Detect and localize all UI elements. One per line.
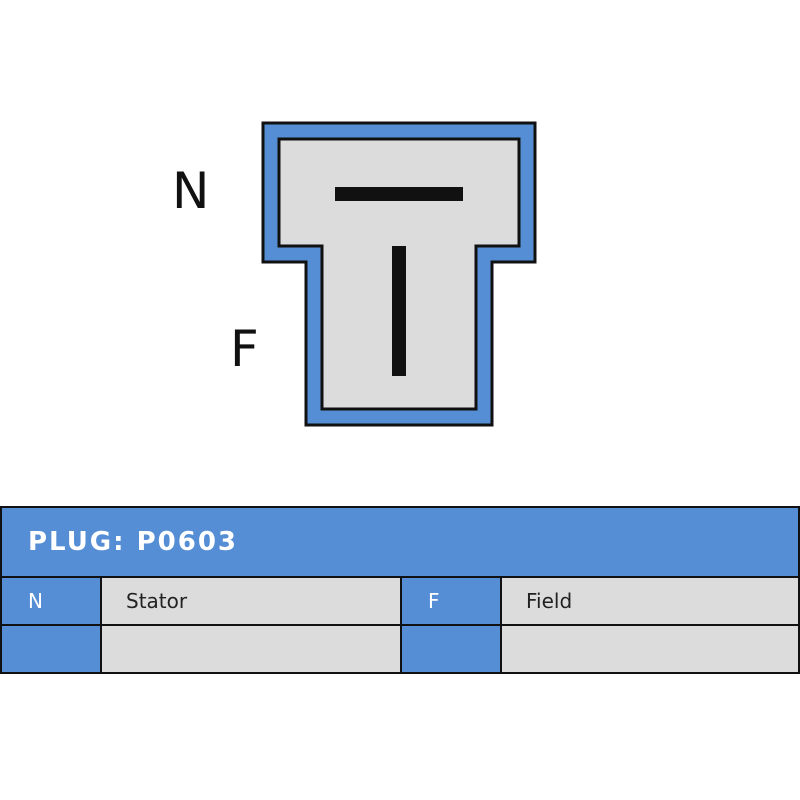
pin-description-cell <box>499 624 800 674</box>
pin-label-f: F <box>230 320 259 378</box>
table-row: N Stator F Field <box>0 576 800 626</box>
pin-description-cell: Field <box>499 576 800 626</box>
table-row <box>0 624 800 674</box>
terminal-f-blade <box>392 246 406 376</box>
pin-description-cell: Stator <box>100 576 402 626</box>
pinout-table: PLUG: P0603 N Stator F Field <box>0 506 800 674</box>
pin-code-cell <box>0 624 102 674</box>
plug-title: PLUG: P0603 <box>0 506 800 578</box>
pin-description-cell <box>100 624 402 674</box>
pin-code-cell: F <box>400 576 502 626</box>
pin-code-cell <box>400 624 502 674</box>
plug-connector-diagram <box>261 121 537 427</box>
pinout-table-header-row: PLUG: P0603 <box>0 506 800 578</box>
pin-code-cell: N <box>0 576 102 626</box>
pin-label-n: N <box>172 162 210 220</box>
terminal-n-blade <box>335 187 463 201</box>
